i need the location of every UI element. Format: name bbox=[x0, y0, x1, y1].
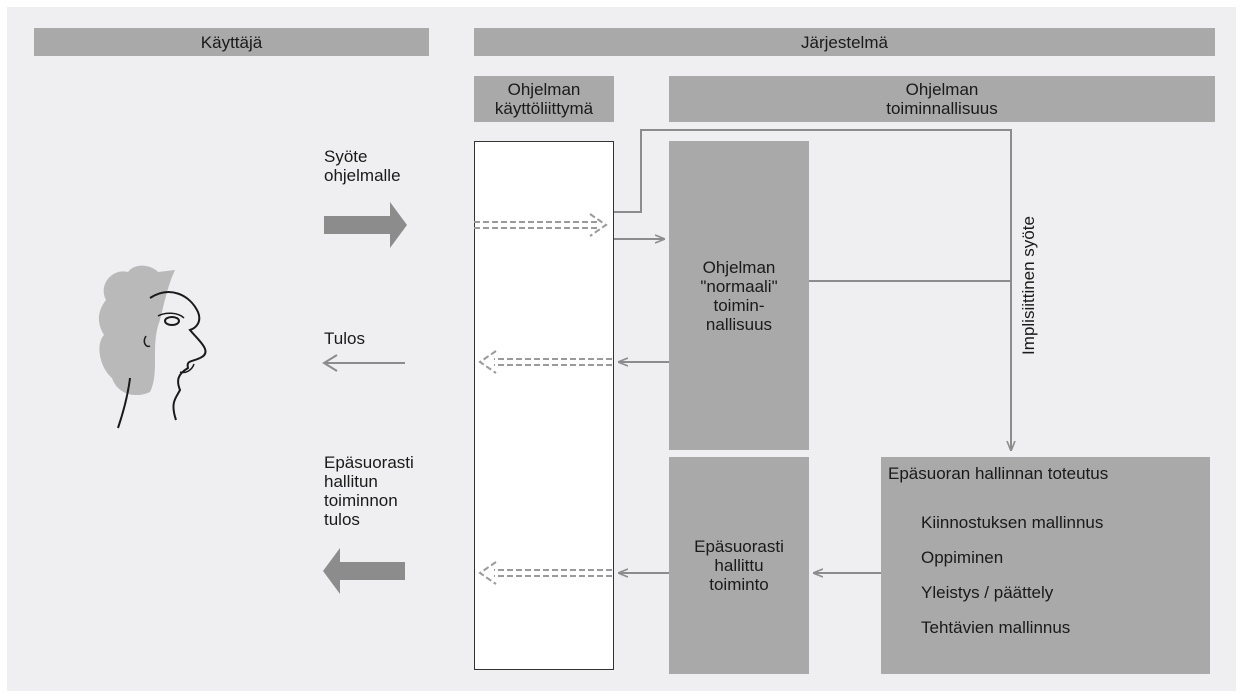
user-band: Käyttäjä bbox=[34, 28, 429, 56]
normal-functionality-box: Ohjelman "normaali" toimin- nallisuus bbox=[669, 141, 809, 450]
implicit-input-line bbox=[614, 129, 1011, 450]
ui-result-dashed-arrow bbox=[478, 350, 612, 374]
result-label: Tulos bbox=[324, 329, 365, 348]
list-item: Tehtävien mallinnus bbox=[921, 618, 1071, 637]
implicit-input-label-wrap: Implisiittinen syöte bbox=[1008, 195, 1048, 375]
implicit-input-label: Implisiittinen syöte bbox=[1018, 211, 1038, 359]
input-arrow bbox=[324, 202, 407, 248]
ui-input-dashed-arrow bbox=[474, 213, 608, 237]
normal-functionality-label: Ohjelman "normaali" toimin- nallisuus bbox=[700, 257, 778, 334]
list-item: Kiinnostuksen mallinnus bbox=[921, 513, 1104, 532]
user-face-icon bbox=[98, 265, 207, 429]
functionality-band: Ohjelman toiminnallisuus bbox=[669, 76, 1215, 122]
system-band-label: Järjestelmä bbox=[801, 32, 888, 52]
indirect-result-arrow bbox=[323, 548, 405, 594]
ui-band-label: Ohjelman käyttöliittymä bbox=[494, 80, 594, 118]
input-label: Syöte ohjelmalle bbox=[324, 147, 401, 185]
list-item: Oppiminen bbox=[921, 548, 1004, 567]
ui-column bbox=[474, 141, 614, 670]
indirect-controlled-label: Epäsuorasti hallittu toiminto bbox=[694, 537, 784, 594]
indirect-controlled-box: Epäsuorasti hallittu toiminto bbox=[669, 457, 809, 674]
list-item: Yleistys / päättely bbox=[921, 583, 1054, 602]
ui-indirect-dashed-arrow bbox=[478, 561, 612, 585]
functionality-band-label: Ohjelman toiminnallisuus bbox=[886, 80, 998, 118]
system-band: Järjestelmä bbox=[474, 28, 1215, 56]
result-arrow bbox=[322, 354, 405, 372]
indirect-control-list: Kiinnostuksen mallinnus Oppiminen Yleist… bbox=[921, 513, 1103, 653]
ui-band: Ohjelman käyttöliittymä bbox=[474, 76, 614, 122]
indirect-control-title: Epäsuoran hallinnan toteutus bbox=[888, 464, 1109, 483]
indirect-result-label: Epäsuorasti hallitun toiminnon tulos bbox=[324, 453, 414, 529]
indirect-control-box: Epäsuoran hallinnan toteutus Kiinnostuks… bbox=[881, 457, 1210, 674]
user-band-label: Käyttäjä bbox=[200, 32, 263, 52]
